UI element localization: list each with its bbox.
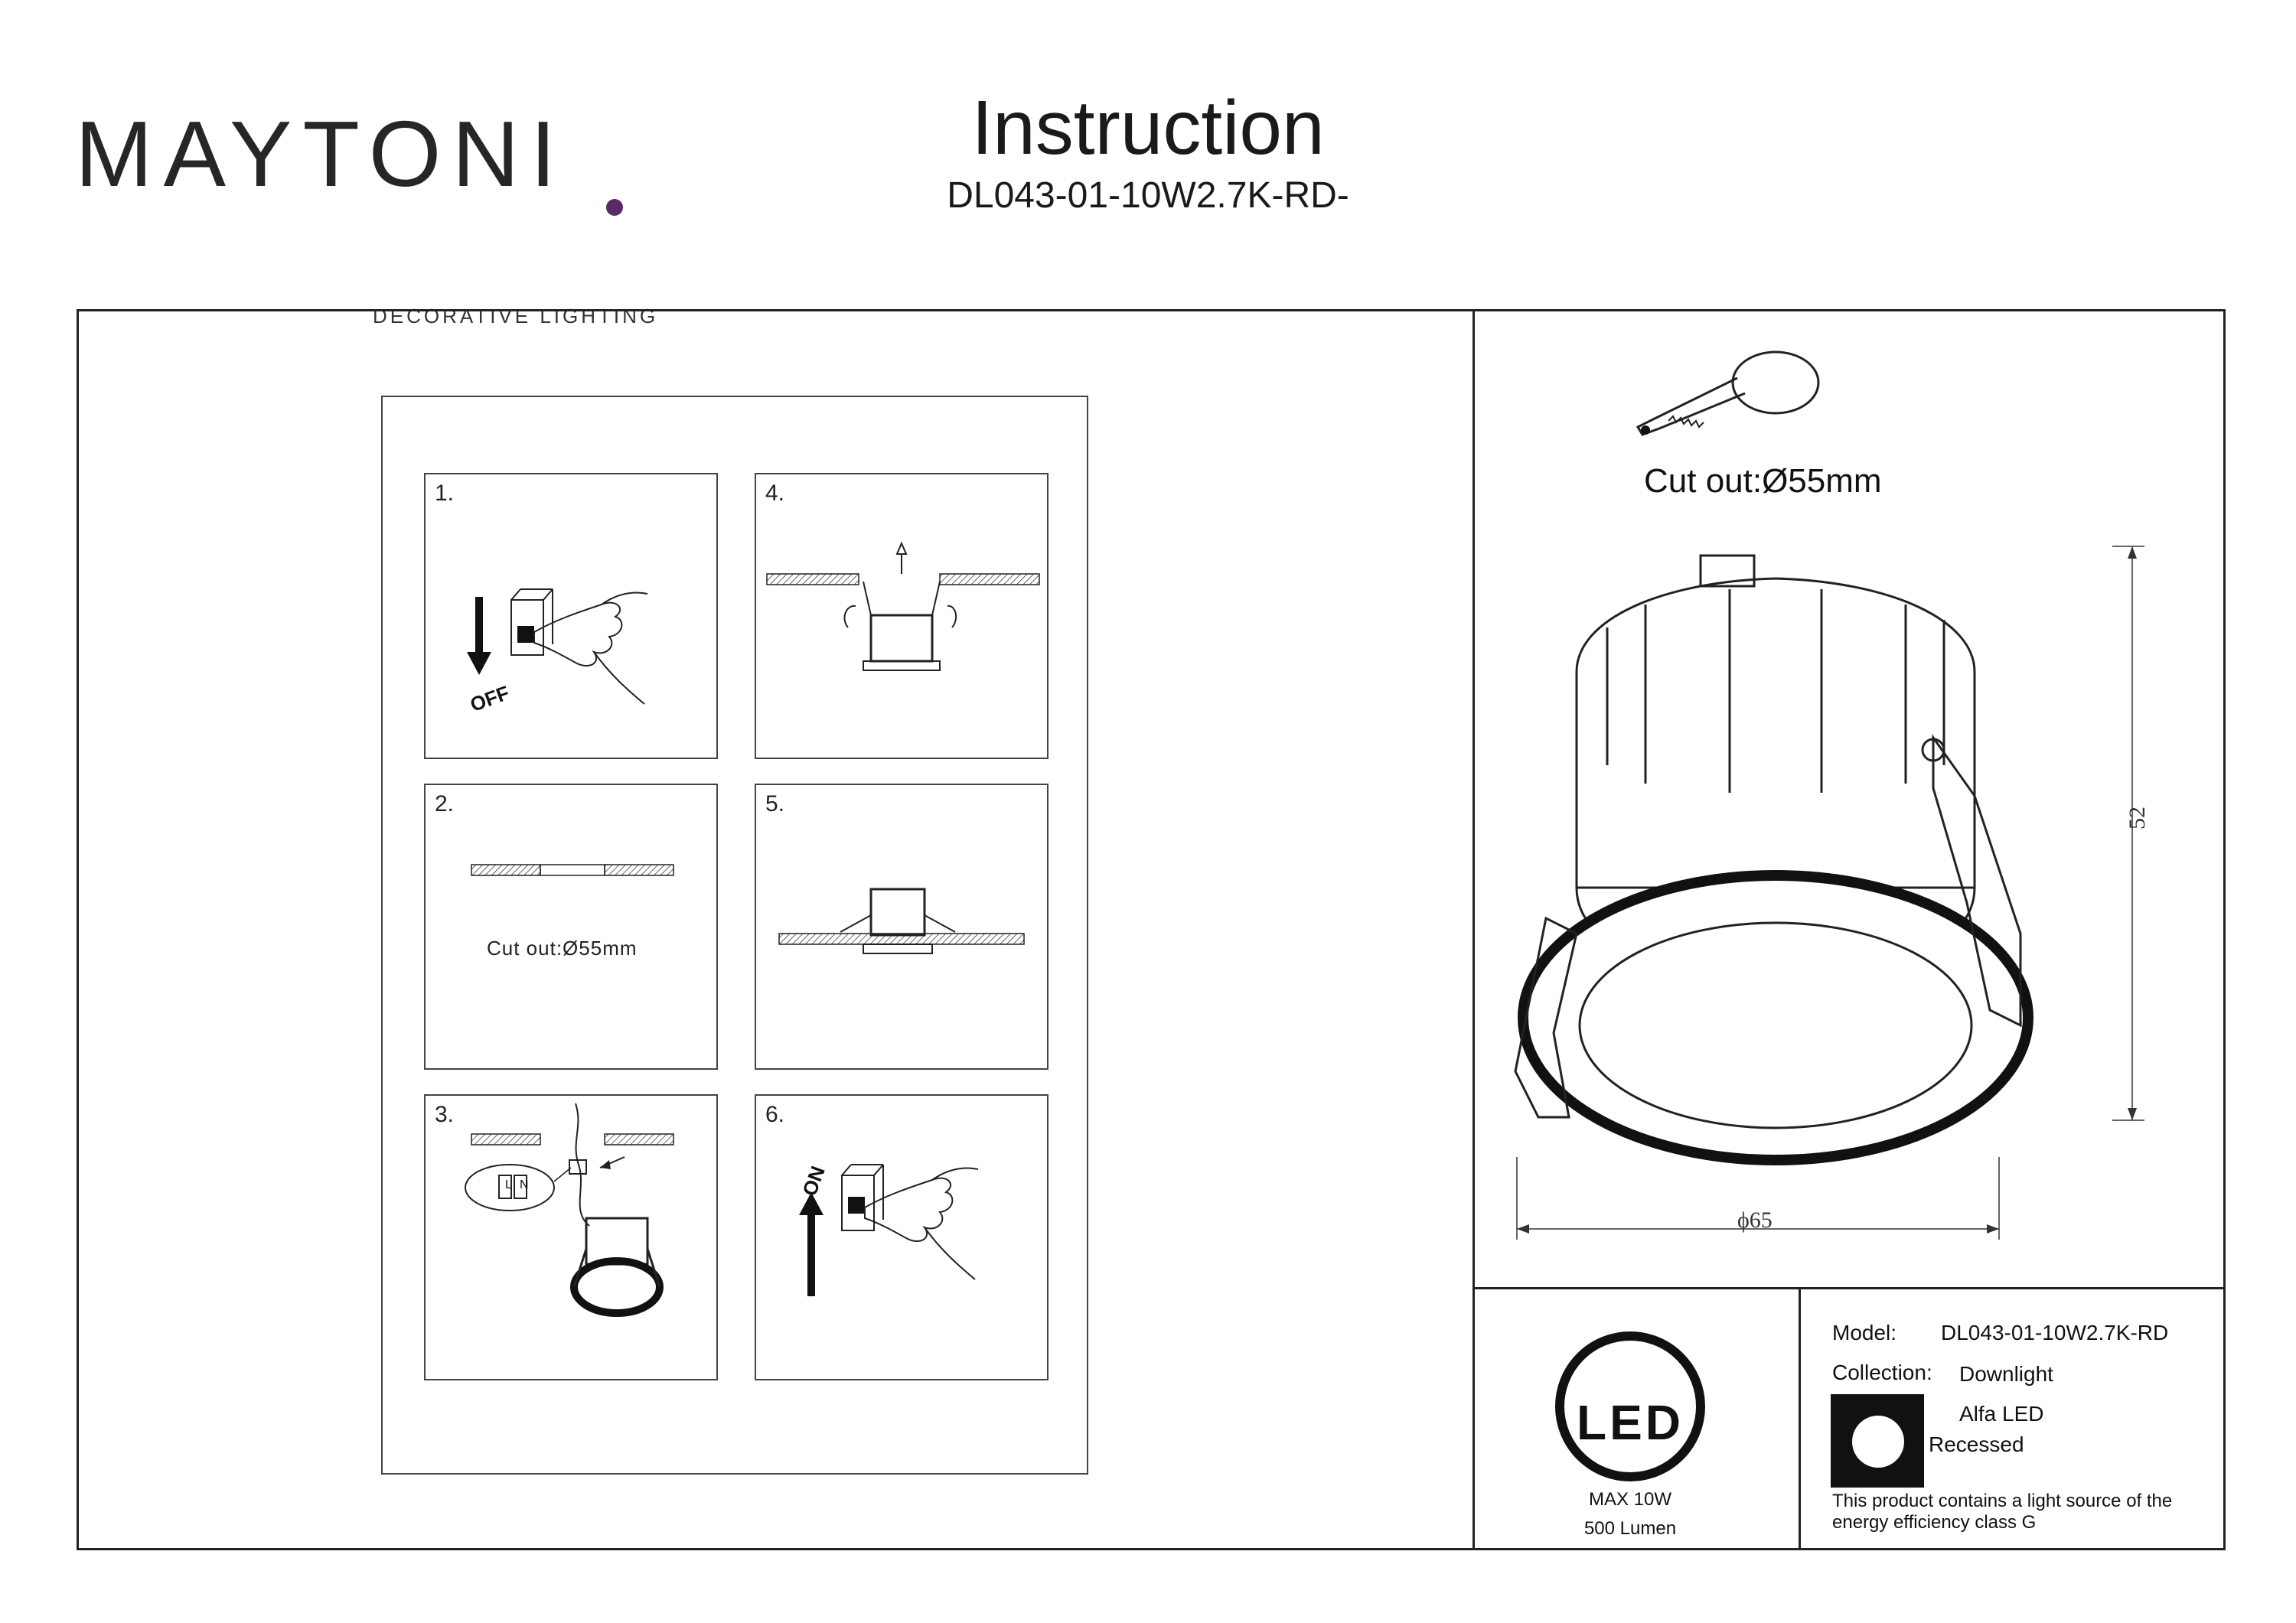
step-2: 2. Cut out:Ø55mm xyxy=(424,784,718,1070)
product-symbol-circle xyxy=(1852,1416,1904,1468)
page-subtitle: DL043-01-10W2.7K-RD- xyxy=(947,175,1349,216)
collection-label: Collection: xyxy=(1832,1361,1932,1384)
model-value: DL043-01-10W2.7K-RD xyxy=(1941,1321,2169,1344)
main-frame xyxy=(77,309,2226,1550)
step-number: 4. xyxy=(765,481,785,506)
switch-on-hand-icon xyxy=(799,1164,979,1296)
step-number: 2. xyxy=(435,791,455,816)
steps-panel xyxy=(381,396,1088,1475)
step-3: 3. L N xyxy=(424,1094,718,1380)
ceiling-hole-icon xyxy=(471,864,674,876)
brand-tagline: DECORATIVE LIGHTING xyxy=(373,305,659,328)
model-label: Model: xyxy=(1832,1321,1897,1344)
height-dimension: 52 xyxy=(2125,807,2150,829)
vertical-divider xyxy=(1473,309,1475,1550)
horizontal-divider xyxy=(1473,1287,2226,1289)
installed-fixture-icon xyxy=(778,888,1025,954)
diameter-dimension: ϕ65 xyxy=(1737,1207,1773,1233)
step-number: 1. xyxy=(435,481,455,506)
step-cutout-label: Cut out:Ø55mm xyxy=(487,937,638,960)
spring-clip-fold-icon xyxy=(766,541,1040,671)
wiring-connector-icon xyxy=(465,1103,674,1317)
collection-value: Downlight xyxy=(1959,1362,2053,1386)
page-title: Instruction xyxy=(971,85,1325,171)
step-5: 5. xyxy=(755,784,1049,1070)
step-6: 6. ON xyxy=(755,1094,1049,1380)
step-4: 4. xyxy=(755,473,1049,759)
brand-name: MAYTONI xyxy=(75,102,567,206)
step-number: 6. xyxy=(765,1102,785,1127)
wire-label-n: N xyxy=(520,1178,529,1191)
lumen-output: 500 Lumen xyxy=(1583,1518,1677,1539)
led-text: LED xyxy=(1577,1395,1684,1450)
series-name: Alfa LED xyxy=(1959,1402,2044,1426)
info-divider xyxy=(1799,1287,1801,1550)
step-number: 3. xyxy=(435,1102,455,1127)
fixture-technical-drawing xyxy=(1514,546,2144,1240)
step-1: 1. OFF xyxy=(424,473,718,759)
switch-off-hand-icon xyxy=(467,588,648,705)
energy-note: This product contains a light source of … xyxy=(1832,1491,2173,1533)
cutout-label: Cut out:Ø55mm xyxy=(1644,462,1882,500)
series-type: Recessed xyxy=(1929,1432,2024,1456)
max-power: MAX 10W xyxy=(1588,1489,1672,1510)
hole-saw-icon xyxy=(1636,350,1820,436)
led-badge-icon xyxy=(1555,1331,1705,1481)
logo-dot-icon xyxy=(606,199,623,216)
step-number: 5. xyxy=(765,791,785,816)
wire-label-l: L xyxy=(505,1178,512,1191)
brand-logo: MAYTONI DECORATIVE LIGHTING xyxy=(75,107,655,328)
